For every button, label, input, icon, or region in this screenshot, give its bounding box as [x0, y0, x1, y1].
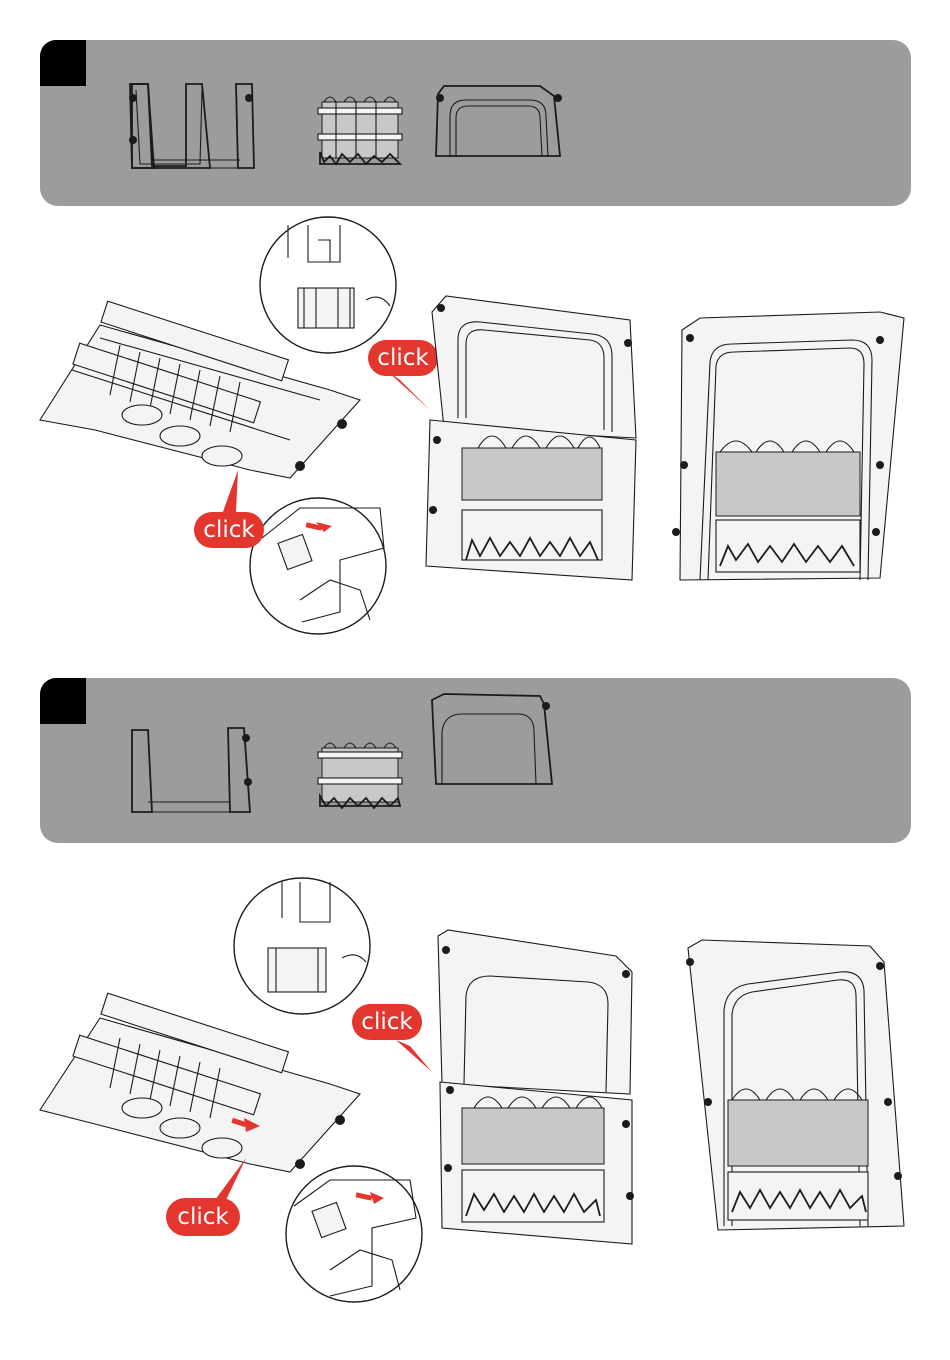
click-label: click — [361, 1009, 413, 1035]
step-2-detail-circle-top — [234, 878, 370, 1014]
step-2-flat-fence-assembly — [40, 993, 360, 1172]
step-2-click-callout-top: click — [352, 1004, 432, 1072]
step-2-click-callout-bottom: click — [166, 1158, 246, 1236]
click-label: click — [177, 1204, 229, 1230]
step-2-final-assembly — [686, 940, 904, 1230]
step-2-detail-circle-bottom — [286, 1166, 422, 1302]
step-2-middle-assembly — [438, 930, 634, 1244]
